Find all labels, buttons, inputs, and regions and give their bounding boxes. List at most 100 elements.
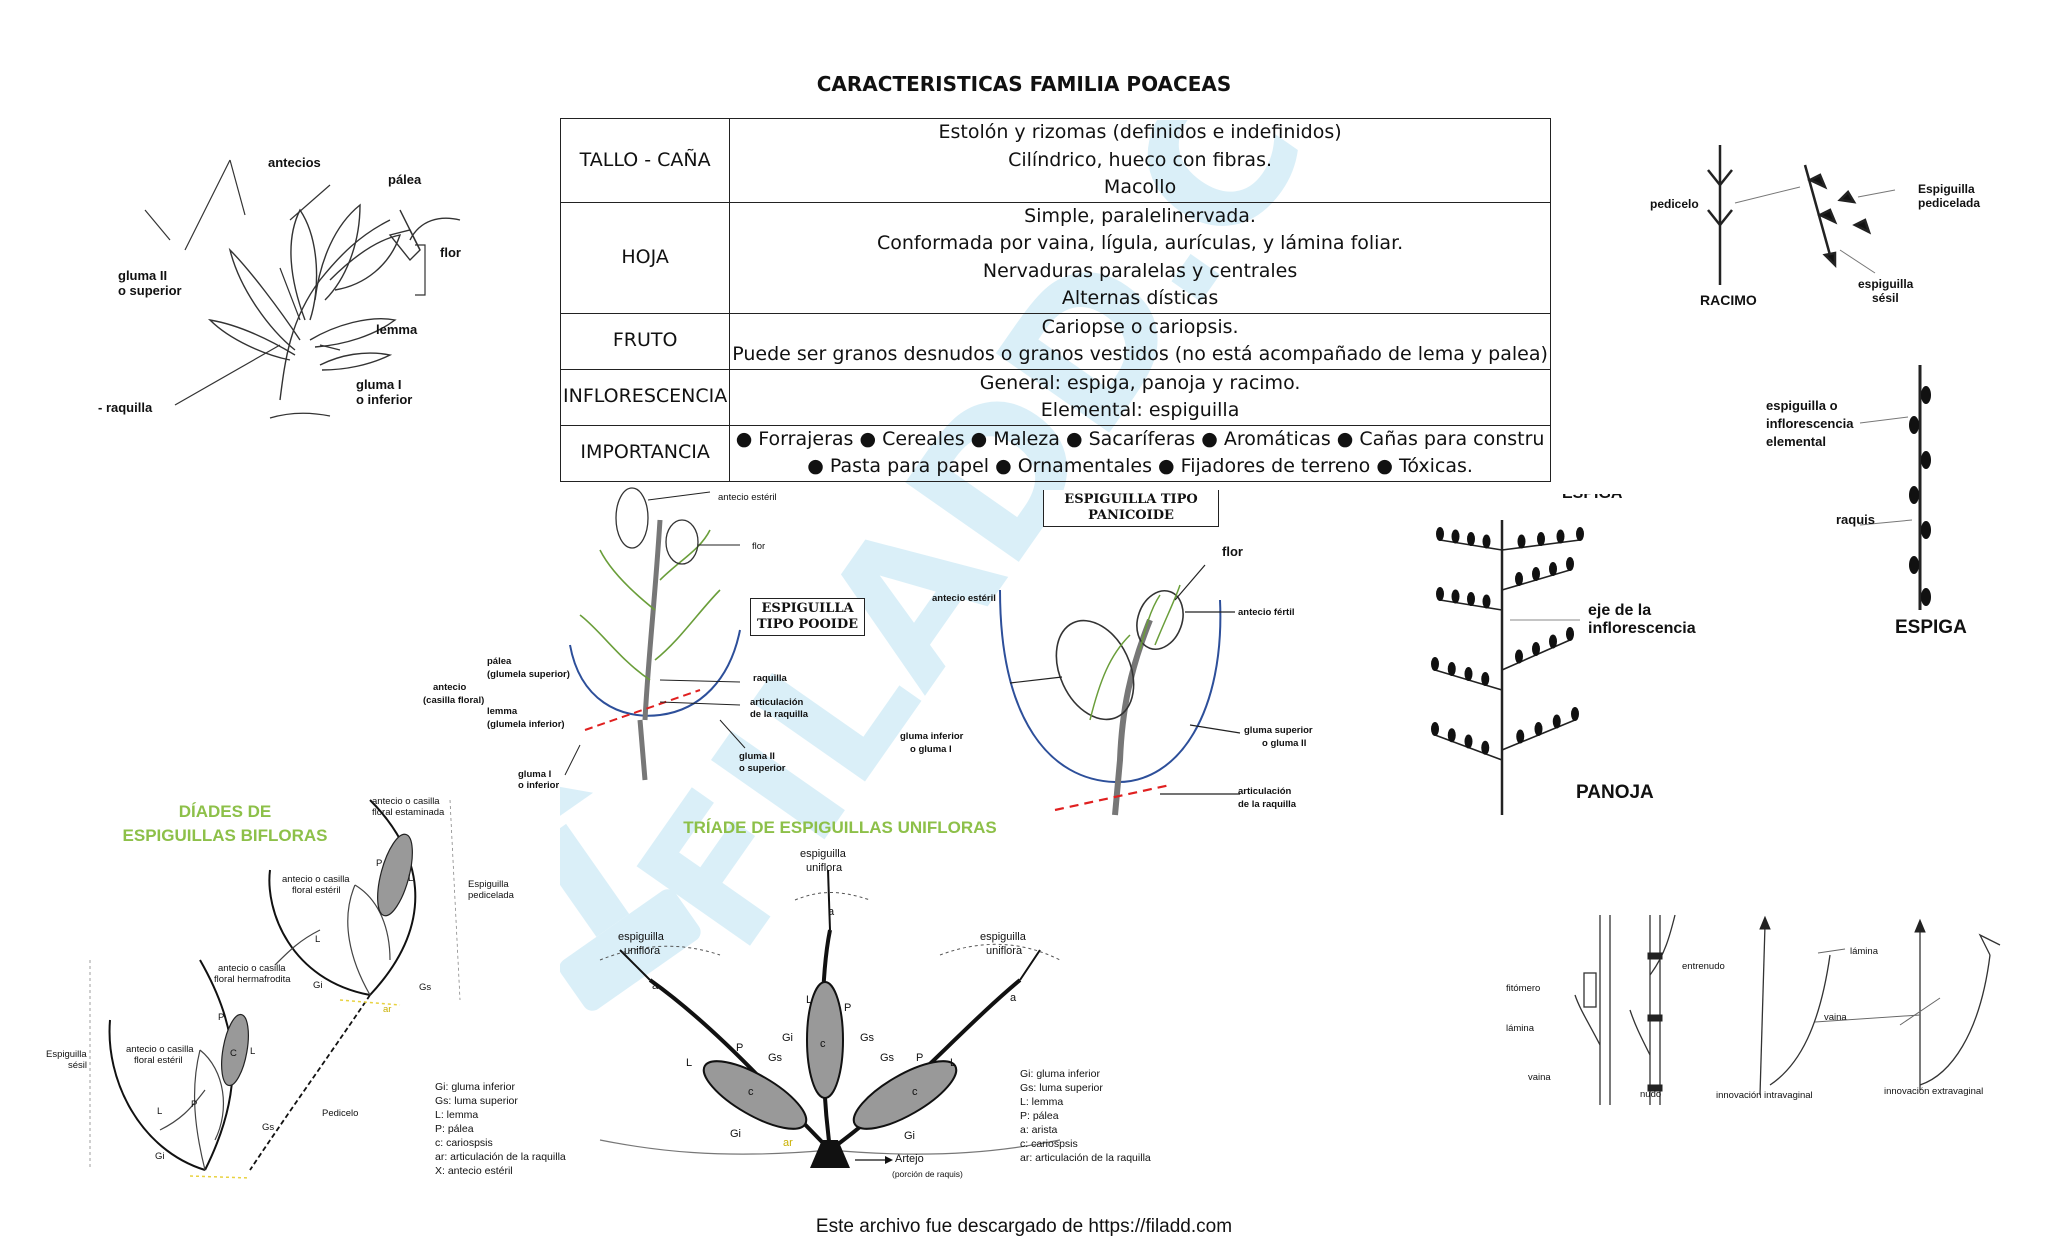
table-value-line: ● Pasta para papel ● Ornamentales ● Fija… — [807, 455, 1473, 477]
diades-ped-1: Espiguilla — [468, 879, 509, 890]
diades-l-2: L — [315, 934, 321, 945]
panoja-diagram — [1431, 520, 1584, 815]
table-value-line: Nervaduras paralelas y centrales — [982, 259, 1298, 282]
racimo-esp-ped-1: Espiguilla — [1918, 182, 1975, 196]
pooide-raquilla: raquilla — [753, 673, 787, 684]
table-row-key: FRUTO — [559, 312, 731, 370]
diades-gi-1: Gi — [313, 980, 323, 991]
panoja-spikelet — [1447, 662, 1456, 676]
diades-ar: ar — [383, 1004, 392, 1015]
diades-l-1: L — [408, 873, 414, 884]
triade-porcion: (porción de raquis) — [892, 1169, 963, 1179]
table-value-line: Simple, paralelinervada. — [1024, 204, 1256, 227]
table-value-line: Cilíndrico, hueco con fibras. — [1008, 148, 1273, 171]
table-row: IMPORTANCIA● Forrajeras ● Cereales ● Mal… — [559, 424, 1551, 482]
table-value-line: Puede ser granos desnudos o granos vesti… — [732, 343, 1548, 365]
panoja-spikelet — [1537, 532, 1545, 546]
table-row-value: Simple, paralelinervada.Conformada por v… — [729, 201, 1551, 314]
panoja-spikelet — [1566, 627, 1574, 641]
panicoide-title-2: PANICOIDE — [1088, 508, 1174, 523]
triade-a-top: a — [828, 906, 835, 918]
diades-c: C — [230, 1048, 237, 1059]
triade-a-left: a — [652, 980, 659, 992]
panoja-spikelet — [1481, 740, 1490, 755]
triade-gs-left: Gs — [768, 1052, 783, 1064]
diades-gs-2: Gs — [262, 1122, 275, 1133]
panoja-spikelet — [1451, 529, 1460, 544]
panoja-spikelet — [1571, 707, 1579, 721]
panoja-spikelet — [1556, 529, 1565, 544]
triade-artejo: Artejo — [895, 1153, 924, 1165]
triade-c-left: c — [748, 1086, 754, 1098]
pooide-antecio-1: antecio — [433, 682, 467, 693]
diades-p-1: P — [376, 858, 383, 869]
triade-p-top: P — [844, 1002, 852, 1014]
panoja-spikelet — [1436, 587, 1444, 601]
flower-diagram — [144, 159, 461, 419]
racimo-name: RACIMO — [1700, 292, 1757, 308]
triade-l-left: L — [686, 1057, 693, 1069]
panoja-eje-1: eje de la — [1588, 602, 1652, 619]
diades-pedicelo: Pedicelo — [322, 1108, 359, 1119]
panoja-spikelet — [1436, 527, 1444, 541]
diades-title-2: ESPIGUILLAS BIFLORAS — [122, 826, 328, 845]
panoja-spikelet — [1464, 667, 1473, 681]
espiga-label-1: espiguilla o — [1766, 398, 1838, 413]
triade-esp-right-1: espiguilla — [980, 931, 1026, 943]
triade-legend: Gi: gluma inferior Gs: luma superior L: … — [1020, 1068, 1151, 1164]
panoja-spikelet — [1549, 562, 1557, 576]
panicoide-title-1: ESPIGUILLA TIPO — [1064, 492, 1198, 507]
panoja-spikelet — [1482, 594, 1491, 609]
diades-p-3: P — [191, 1099, 198, 1110]
panicoide-gi-2: o gluma I — [910, 744, 952, 755]
diades-herm-1: antecio o casilla — [218, 963, 286, 974]
racimo-esp-sesil-1: espiguilla — [1858, 277, 1914, 291]
label-gluma-sup-1: gluma II — [118, 268, 168, 283]
panoja-spikelet — [1549, 634, 1557, 649]
triade-gi-top: Gi — [782, 1032, 793, 1044]
espiga-name: ESPIGA — [1895, 617, 1967, 638]
pooide-artic-2: de la raquilla — [750, 709, 809, 720]
diades-p-2: P — [218, 1012, 225, 1023]
panoja-spikelet — [1447, 728, 1456, 743]
stem-intra: innovación intravaginal — [1716, 1090, 1813, 1101]
racimo-esp-ped-2: pedicelada — [1918, 196, 1981, 210]
panoja-spikelet — [1431, 657, 1439, 671]
table-row-key: INFLORESCENCIA — [559, 368, 731, 426]
racimo-pedicelo: pedicelo — [1650, 197, 1699, 211]
stem-entrenudo: entrenudo — [1682, 961, 1725, 972]
stem-vaina: vaina — [1528, 1072, 1551, 1083]
diades-herm-2: floral hermafrodita — [214, 974, 291, 985]
triade-a-right: a — [1010, 992, 1017, 1004]
table-value-line: Alternas dísticas — [1061, 287, 1219, 309]
triade-gi-left: Gi — [730, 1128, 741, 1140]
triade-esp-right-2: uniflora — [986, 945, 1023, 957]
label-raquilla: - raquilla — [98, 400, 153, 415]
triade-esp-left-2: uniflora — [624, 945, 661, 957]
panicoide-artic-1: articulación — [1238, 786, 1292, 797]
panoja-spikelet — [1516, 729, 1525, 744]
panicoide-flor: flor — [1222, 544, 1243, 559]
pooide-antecio-2: (casilla floral) — [423, 695, 485, 706]
espiga-diagram — [1859, 365, 1931, 610]
stem-vaina-2: vaina — [1824, 1012, 1847, 1023]
table-value-line: Cariopse o cariopsis. — [1041, 315, 1239, 338]
diades-l-4: L — [157, 1106, 163, 1117]
table-row: FRUTO Cariopse o cariopsis. Puede ser gran… — [559, 312, 1551, 370]
panicoide-artic-2: de la raquilla — [1238, 799, 1297, 810]
panoja-spikelet — [1467, 532, 1475, 546]
panicoide-gs-1: gluma superior — [1244, 725, 1313, 736]
espiga-label-3: elemental — [1766, 434, 1826, 449]
label-lemma: lemma — [376, 322, 418, 337]
triade-esp-top-2: uniflora — [806, 862, 843, 874]
espiga-raquis: raquis — [1836, 512, 1876, 527]
pooide-gluma1-1: gluma I — [518, 769, 552, 780]
triade-gi-right: Gi — [904, 1130, 915, 1142]
panoja-eje-2: inflorescencia — [1588, 620, 1696, 637]
panoja-spikelet — [1482, 534, 1491, 549]
pooide-diagram — [564, 487, 746, 781]
panoja-spikelet — [1532, 642, 1540, 656]
